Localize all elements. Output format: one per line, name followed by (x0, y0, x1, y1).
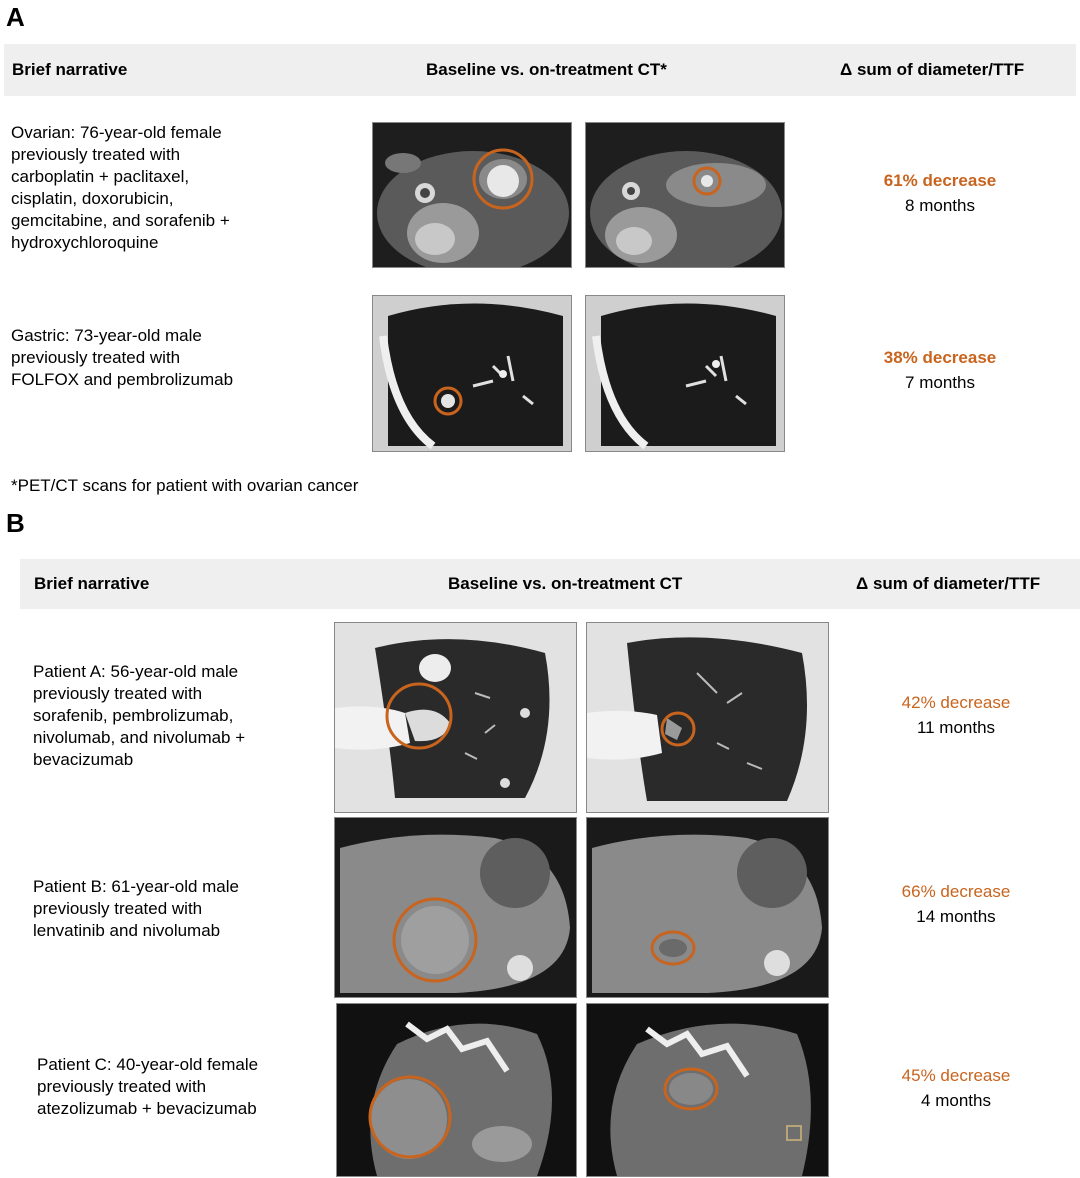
panel-b-label: B (6, 508, 25, 538)
narrative-ovarian: Ovarian: 76-year-old female previously t… (11, 123, 230, 252)
change-ovarian: 61% decrease (883, 171, 997, 190)
narrative-patient-b: Patient B: 61-year-old male previously t… (33, 877, 239, 940)
ttf-patient-a: 11 months (916, 718, 996, 737)
ttf-patient-c: 4 months (921, 1091, 991, 1110)
panel-a-header: Brief narrative Baseline vs. on-treatmen… (4, 44, 1076, 96)
result-ovarian: 61% decrease 8 months (820, 168, 1060, 218)
result-patient-b: 66% decrease 14 months (836, 879, 1076, 929)
ct-on-treatment-patient-a (586, 622, 829, 813)
pet-ct-on-treatment-ovarian (585, 122, 785, 268)
narrative-patient-a: Patient A: 56-year-old male previously t… (33, 662, 246, 769)
ct-baseline-patient-a (334, 622, 577, 813)
ct-on-treatment-gastric (585, 295, 785, 452)
result-gastric: 38% decrease 7 months (820, 345, 1060, 395)
header-narrative: Brief narrative (34, 574, 150, 593)
ct-baseline-patient-c (336, 1003, 577, 1177)
panel-a-label: A (6, 2, 25, 32)
result-patient-a: 42% decrease 11 months (836, 690, 1076, 740)
header-narrative: Brief narrative (12, 60, 128, 79)
change-patient-a: 42% decrease (901, 693, 1011, 712)
ct-on-treatment-patient-b (586, 817, 829, 998)
ttf-gastric: 7 months (905, 373, 975, 392)
pet-ct-baseline-ovarian (372, 122, 572, 268)
ct-on-treatment-patient-c (586, 1003, 829, 1177)
narrative-gastric: Gastric: 73-year-old male previously tre… (11, 326, 234, 389)
header-delta: Δ sum of diameter/TTF (840, 60, 1025, 79)
narrative-patient-c: Patient C: 40-year-old female previously… (37, 1055, 259, 1118)
panel-b-header: Brief narrative Baseline vs. on-treatmen… (20, 559, 1080, 609)
footnote: *PET/CT scans for patient with ovarian c… (11, 476, 359, 495)
change-patient-b: 66% decrease (901, 882, 1011, 901)
ttf-patient-b: 14 months (916, 907, 996, 926)
ct-baseline-patient-b (334, 817, 577, 998)
result-patient-c: 45% decrease 4 months (836, 1063, 1076, 1113)
ct-baseline-gastric (372, 295, 572, 452)
change-gastric: 38% decrease (883, 348, 997, 367)
header-ct: Baseline vs. on-treatment CT* (426, 60, 667, 79)
header-ct: Baseline vs. on-treatment CT (448, 574, 683, 593)
change-patient-c: 45% decrease (901, 1066, 1011, 1085)
header-delta: Δ sum of diameter/TTF (856, 574, 1041, 593)
ttf-ovarian: 8 months (905, 196, 975, 215)
